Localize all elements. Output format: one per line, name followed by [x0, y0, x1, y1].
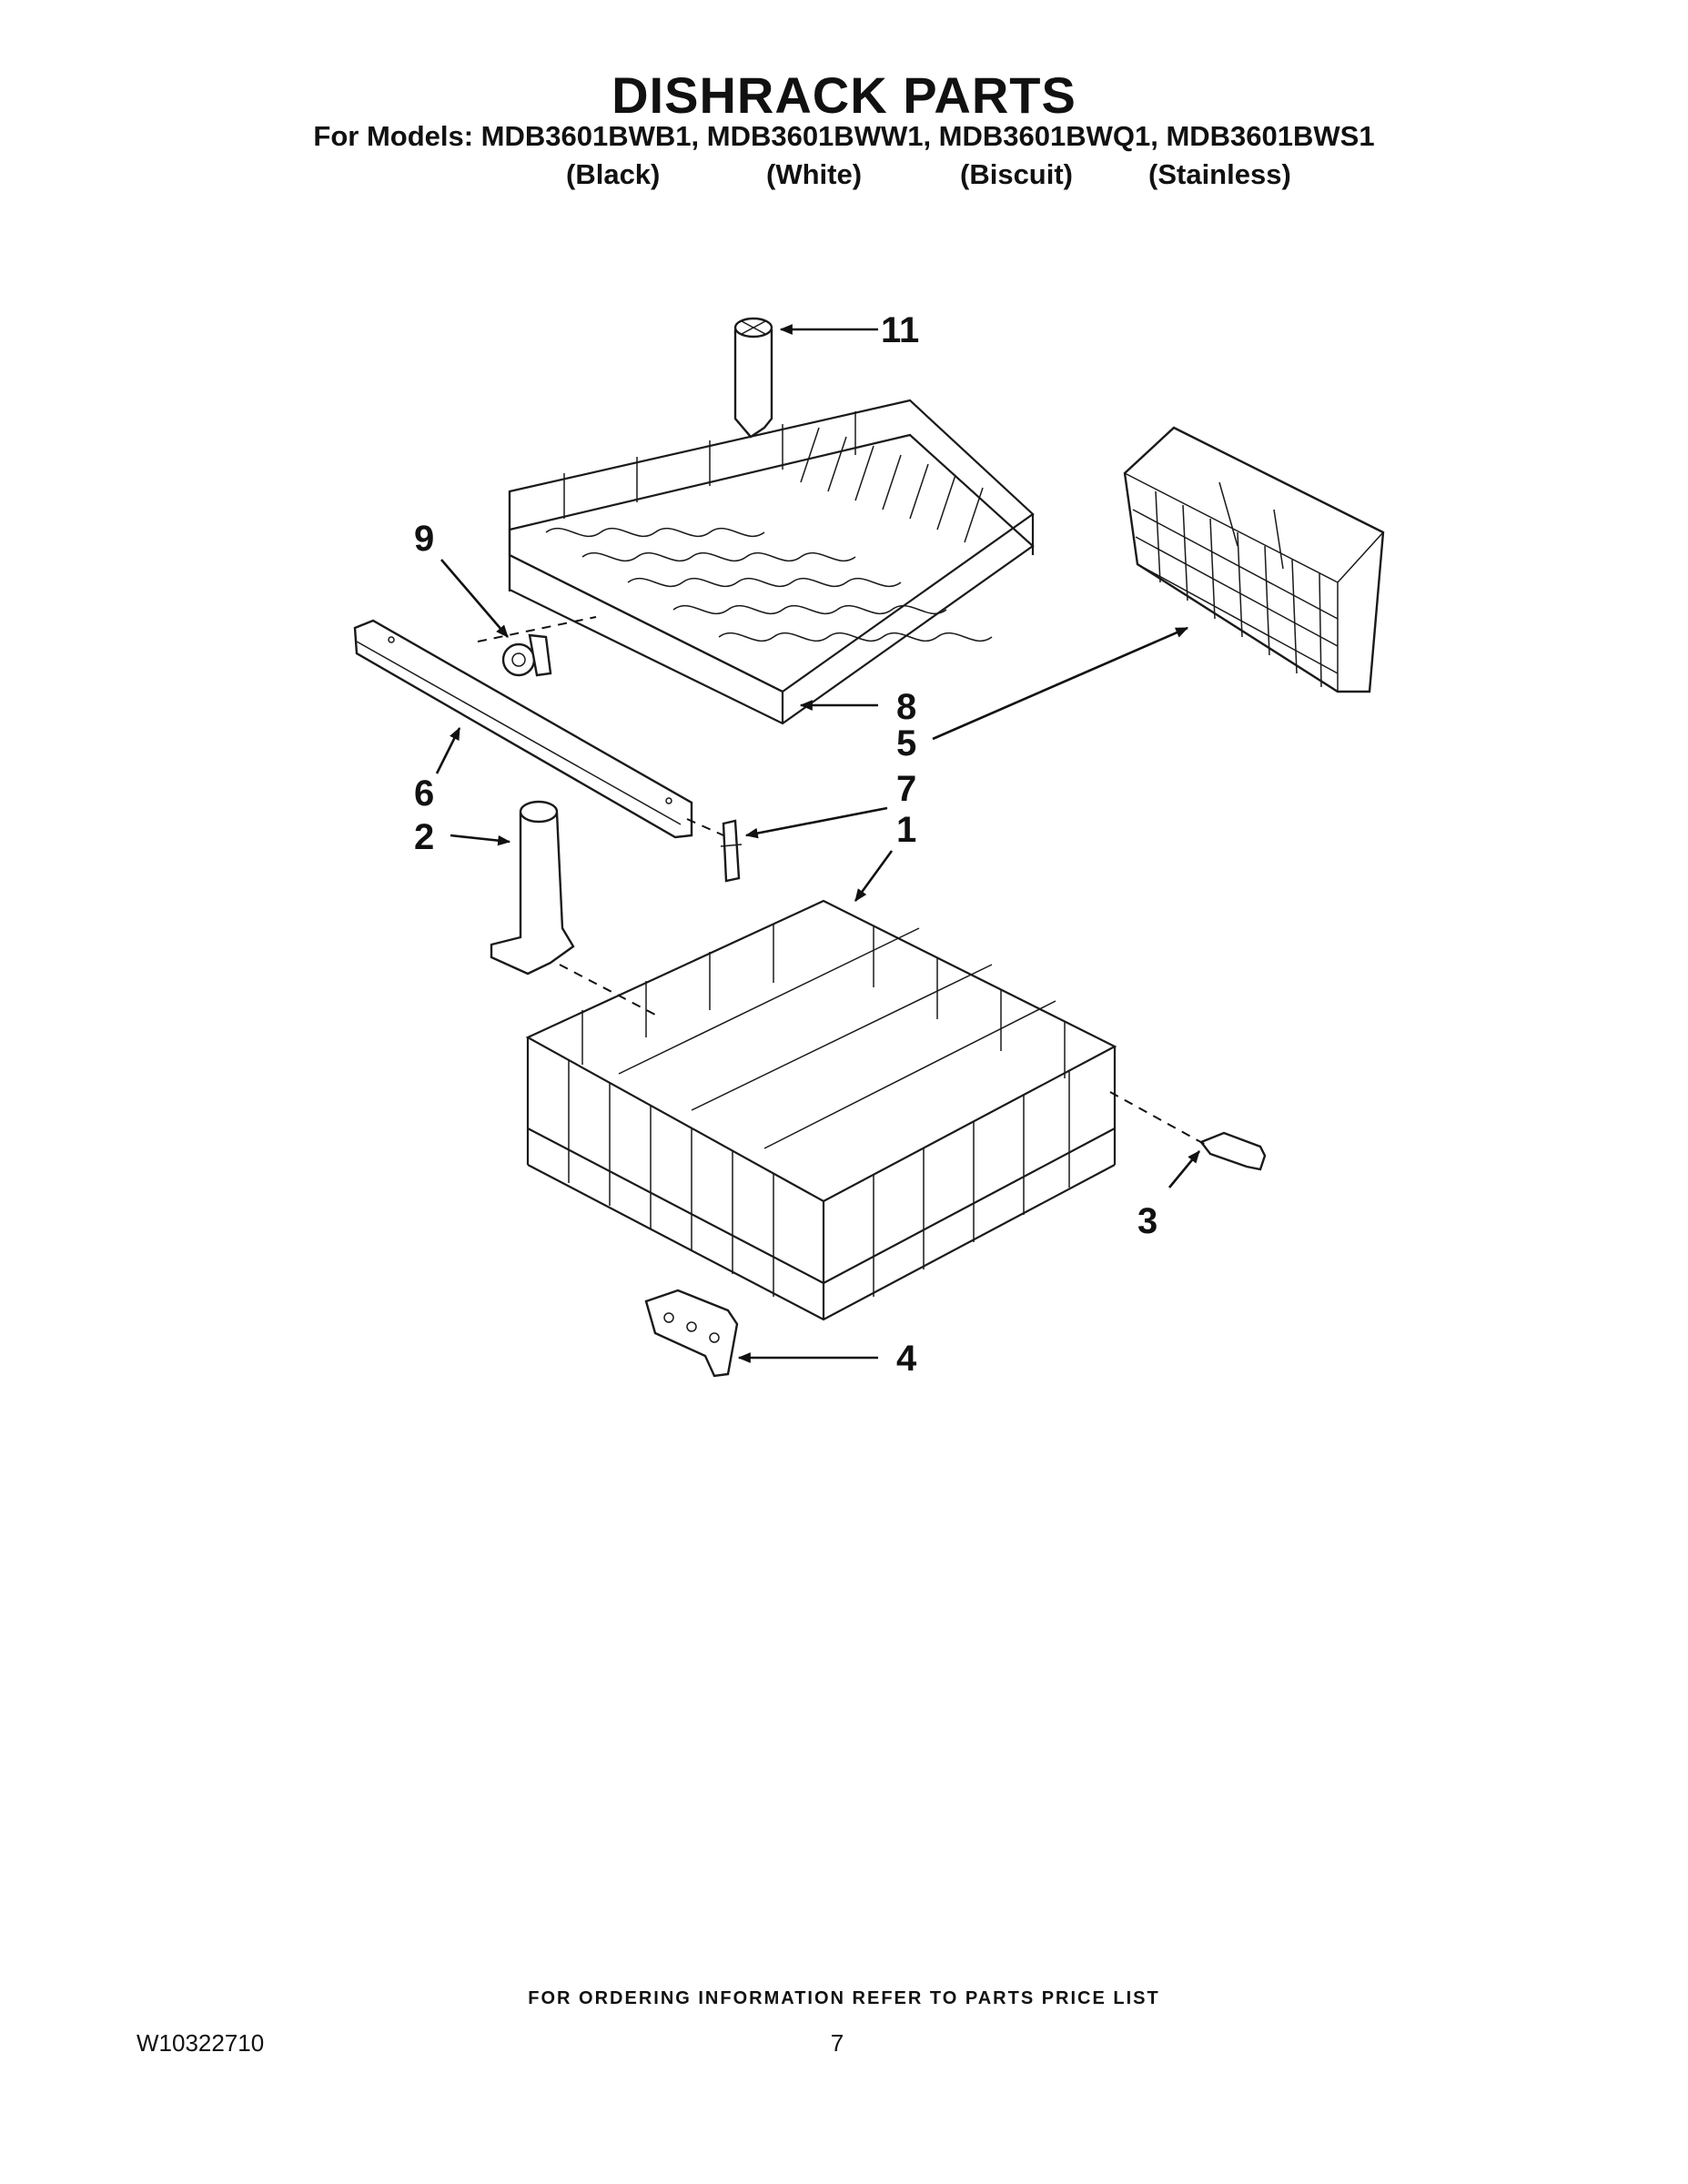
assembly-line-tower: [559, 964, 656, 1016]
leader-9: [440, 559, 509, 638]
assembly-line-wheel: [1109, 1091, 1207, 1146]
callout-5: 5: [896, 723, 916, 763]
leader-7: [744, 806, 888, 839]
callout-8: 8: [896, 687, 916, 727]
lower-rack-drawing: [525, 899, 1117, 1321]
leader-6: [435, 726, 461, 774]
lower-rack-tower-drawing: [490, 800, 575, 976]
upper-rack-drawing: [508, 399, 1035, 725]
assembly-line-roller: [477, 616, 597, 642]
wheel-assembly-drawing: [1199, 1131, 1267, 1171]
document-number: W10322710: [136, 2029, 265, 2057]
rack-rail-drawing: [353, 619, 693, 839]
callout-7: 7: [896, 769, 916, 809]
center-tower-drawing: [733, 317, 773, 439]
callout-4: 4: [896, 1339, 917, 1379]
page-number: 7: [830, 2029, 844, 2057]
silverware-basket-drawing: [1123, 426, 1385, 693]
callout-6: 6: [414, 774, 434, 814]
leader-5: [932, 626, 1189, 741]
assembly-line-clip: [686, 818, 724, 836]
variant-black: (Black): [566, 158, 661, 190]
variant-biscuit: (Biscuit): [960, 158, 1073, 190]
callout-11: 11: [881, 310, 919, 350]
variant-white: (White): [766, 158, 863, 190]
callout-9: 9: [414, 519, 434, 559]
lower-wheel-assembly-drawing: [644, 1289, 739, 1378]
page-title: DISHRACK PARTS: [612, 66, 1076, 124]
leader-1: [854, 850, 894, 902]
callout-2: 2: [414, 817, 434, 857]
models-line: For Models: MDB3601BWB1, MDB3601BWW1, MD…: [313, 120, 1375, 152]
rail-stop-clip-drawing: [720, 819, 743, 883]
callout-1: 1: [896, 810, 916, 850]
callout-3: 3: [1137, 1201, 1157, 1241]
variant-stainless: (Stainless): [1148, 158, 1291, 190]
leader-3: [1167, 1150, 1201, 1188]
leader-2: [450, 834, 511, 846]
rack-roller-drawing: [501, 633, 552, 677]
ordering-note: FOR ORDERING INFORMATION REFER TO PARTS …: [528, 1988, 1160, 2008]
